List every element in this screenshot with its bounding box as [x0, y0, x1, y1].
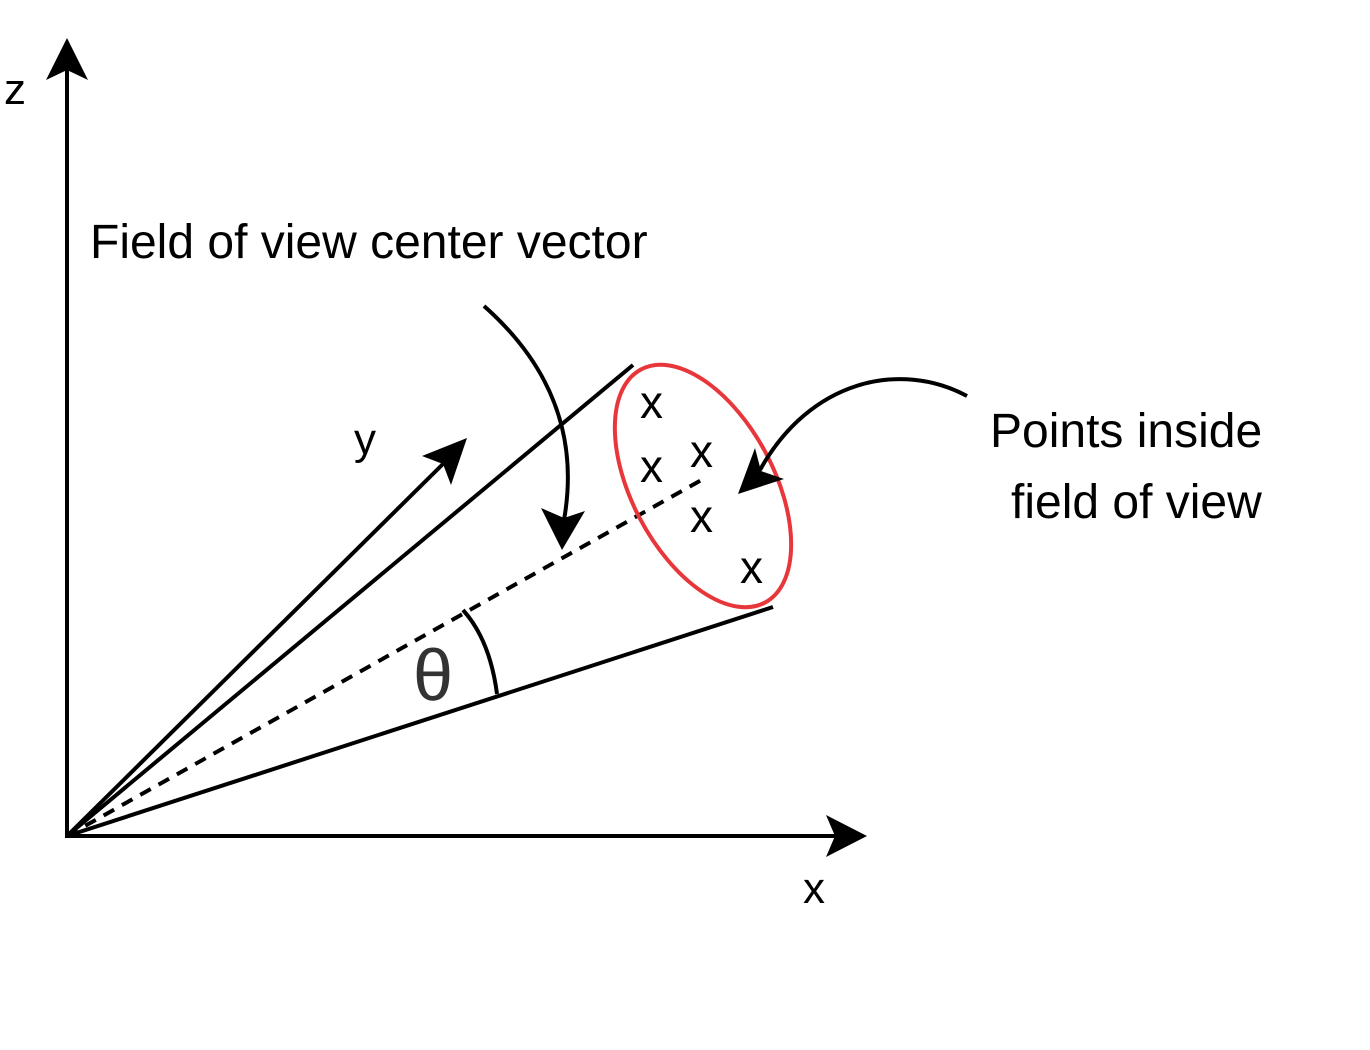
points-callout-arrow: [758, 377, 968, 471]
y-axis: [65, 459, 448, 838]
y-axis-arrowhead: [422, 438, 467, 485]
angle-arc: [461, 608, 499, 695]
z-axis-label: z: [4, 65, 26, 114]
point-marker: x: [640, 376, 663, 428]
x-axis-arrowhead: [826, 815, 867, 857]
center-vector-callout-arrowhead: [541, 508, 585, 550]
center-vector-callout-arrow: [482, 304, 570, 521]
y-axis-label: y: [354, 415, 376, 464]
z-axis-arrowhead: [46, 38, 88, 80]
point-marker: x: [640, 440, 663, 492]
cone-lower-edge: [66, 605, 774, 838]
point-marker: x: [690, 425, 713, 477]
center-vector-label: Field of view center vector: [90, 216, 648, 269]
points-callout-arrowhead: [738, 448, 784, 494]
point-marker: x: [690, 490, 713, 542]
points-label-line2: field of view: [1011, 476, 1262, 529]
points-label-line1: Points inside: [990, 405, 1262, 458]
x-axis-label: x: [803, 864, 825, 913]
angle-theta-label: θ: [413, 636, 453, 716]
center-vector: [66, 476, 706, 838]
cone-upper-edge: [65, 363, 635, 838]
field-of-view-ellipse: [612, 362, 794, 610]
point-marker: x: [740, 541, 763, 593]
